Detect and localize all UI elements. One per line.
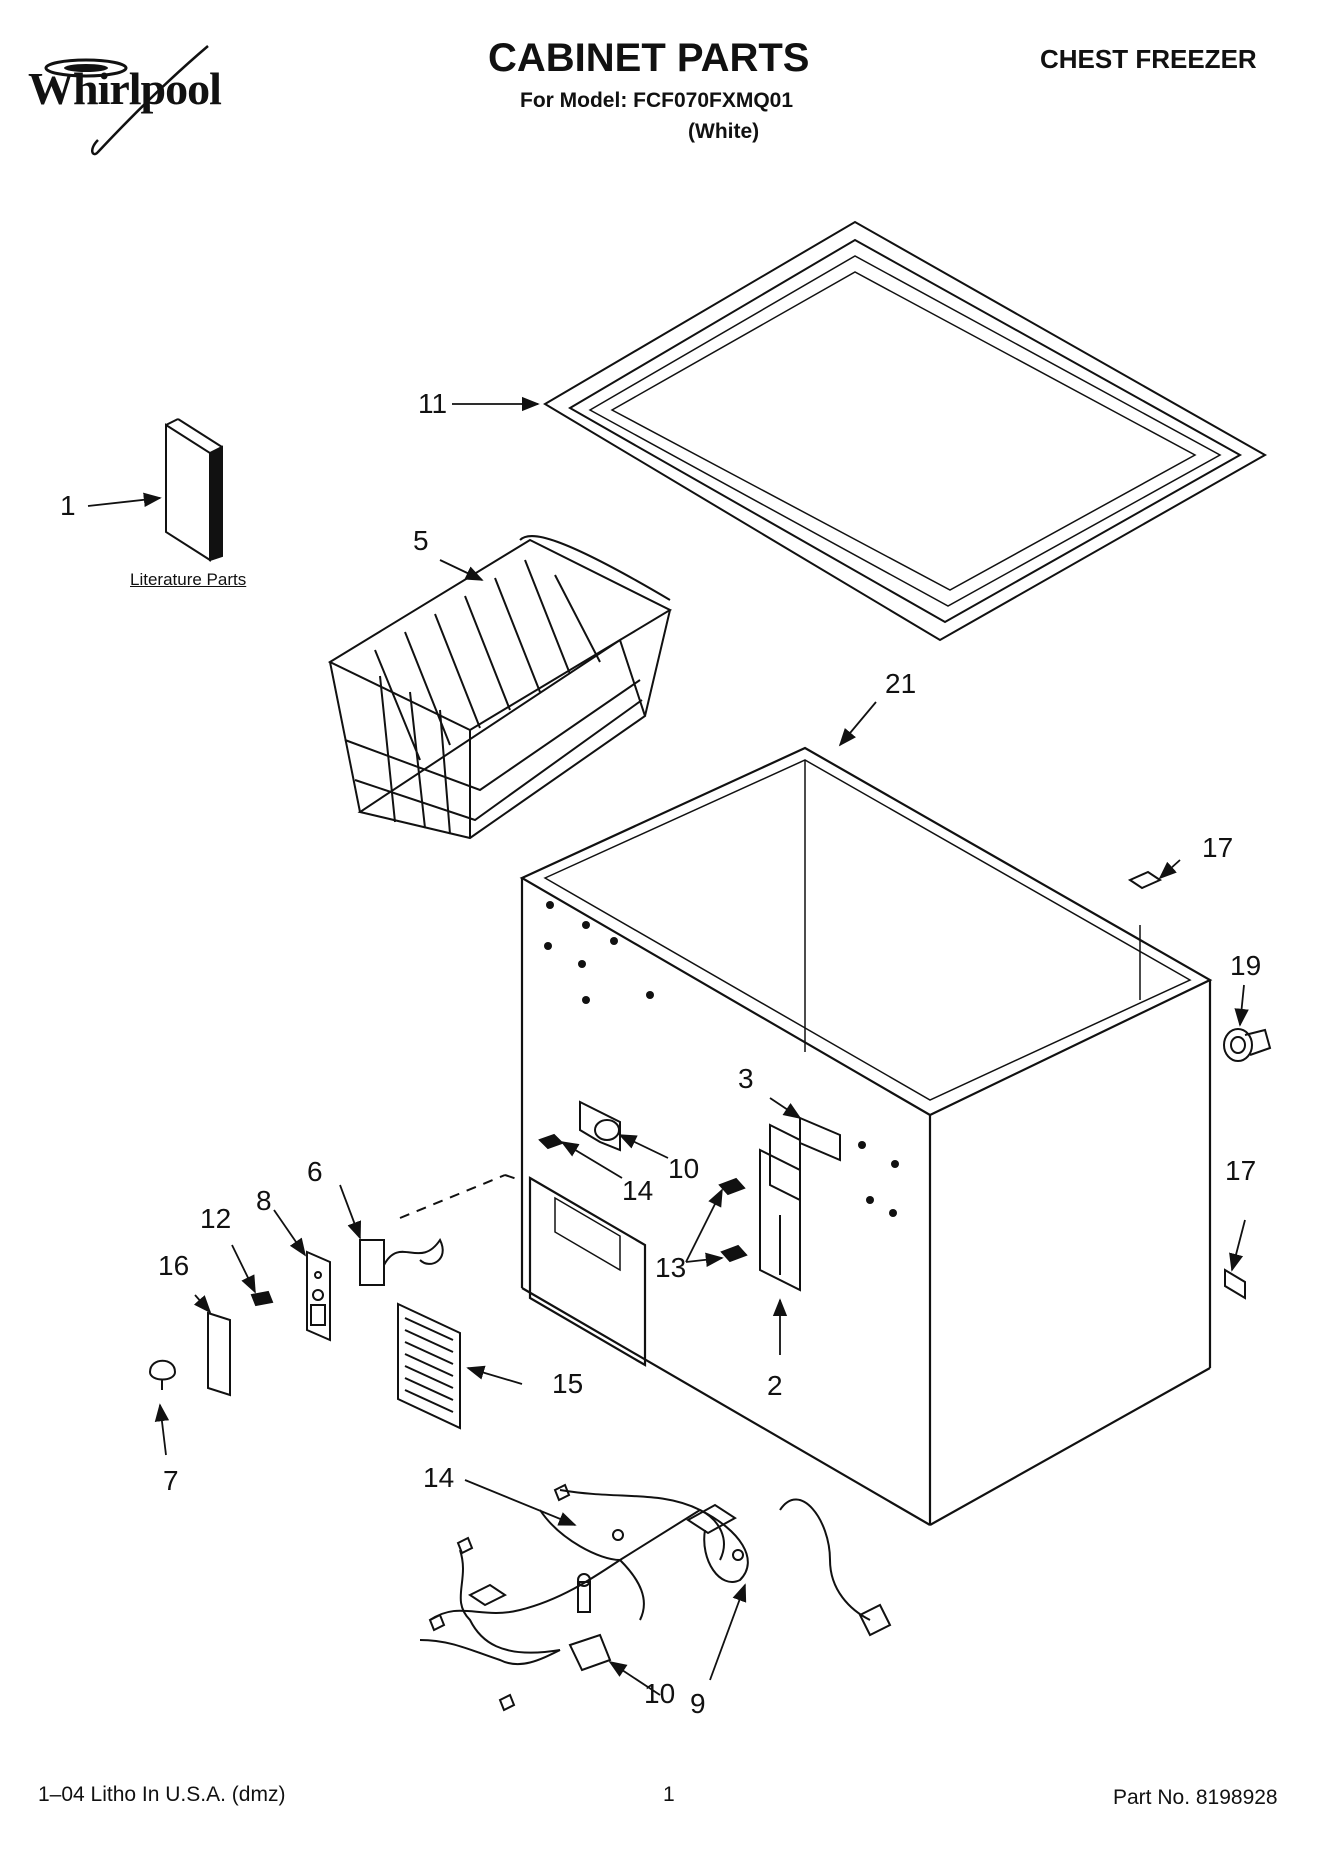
screw-12-drawing — [250, 1290, 274, 1307]
callout-10-upper: 10 — [668, 1153, 700, 1184]
callout-7: 7 — [163, 1465, 179, 1496]
hinge-drawing — [759, 1116, 841, 1292]
callout-14-lower: 14 — [423, 1462, 455, 1493]
wire-basket-drawing — [327, 535, 673, 840]
knob-drawing — [148, 1359, 177, 1390]
callout-1: 1 — [60, 490, 76, 521]
whirlpool-swirl-icon — [44, 45, 209, 156]
callout-5: 5 — [413, 525, 429, 556]
callout-12: 12 — [200, 1203, 232, 1234]
brand-name: Whirlpool — [28, 63, 222, 114]
footer-litho: 1–04 Litho In U.S.A. (dmz) — [38, 1783, 286, 1806]
footer-part-number: Part No. 8198928 — [1113, 1786, 1278, 1809]
color-line: (White) — [688, 120, 760, 143]
callout-10-lower: 10 — [644, 1678, 676, 1709]
callout-16: 16 — [158, 1250, 190, 1281]
callout-9: 9 — [690, 1688, 706, 1719]
callout-17-side: 17 — [1225, 1155, 1257, 1186]
label-17-top-drawing — [1127, 870, 1163, 890]
literature-parts-label: Literature Parts — [130, 570, 247, 589]
callout-2: 2 — [767, 1370, 783, 1401]
lid-frame-drawing — [543, 220, 1268, 642]
callout-6: 6 — [307, 1156, 323, 1187]
callout-11: 11 — [418, 388, 448, 419]
page-title: CABINET PARTS — [488, 36, 810, 80]
wire-harness-drawing — [419, 1483, 892, 1712]
grille-drawing — [397, 1302, 461, 1430]
literature-booklet-drawing — [165, 418, 223, 562]
drain-plug-drawing — [1223, 1028, 1272, 1062]
footer-page-number: 1 — [663, 1783, 675, 1806]
control-plate-drawing — [306, 1250, 331, 1342]
label-16-drawing — [207, 1311, 231, 1397]
callout-21: 21 — [885, 668, 917, 699]
model-line: For Model: FCF070FXMQ01 — [520, 89, 794, 112]
thermostat-drawing — [359, 1174, 521, 1286]
callout-17-top: 17 — [1202, 832, 1234, 863]
callout-8: 8 — [256, 1185, 272, 1216]
label-17-side-drawing — [1224, 1268, 1246, 1300]
clamp-drawing — [538, 1100, 621, 1152]
callout-14-upper: 14 — [622, 1175, 654, 1206]
leader-arrows — [87, 396, 1249, 1696]
category-label: CHEST FREEZER — [1040, 44, 1257, 74]
brand-logo — [18, 40, 268, 160]
callout-13: 13 — [655, 1252, 687, 1283]
callout-3: 3 — [738, 1063, 754, 1094]
cabinet-drawing — [519, 746, 1213, 1526]
callout-19: 19 — [1230, 950, 1262, 981]
callout-15: 15 — [552, 1368, 584, 1399]
